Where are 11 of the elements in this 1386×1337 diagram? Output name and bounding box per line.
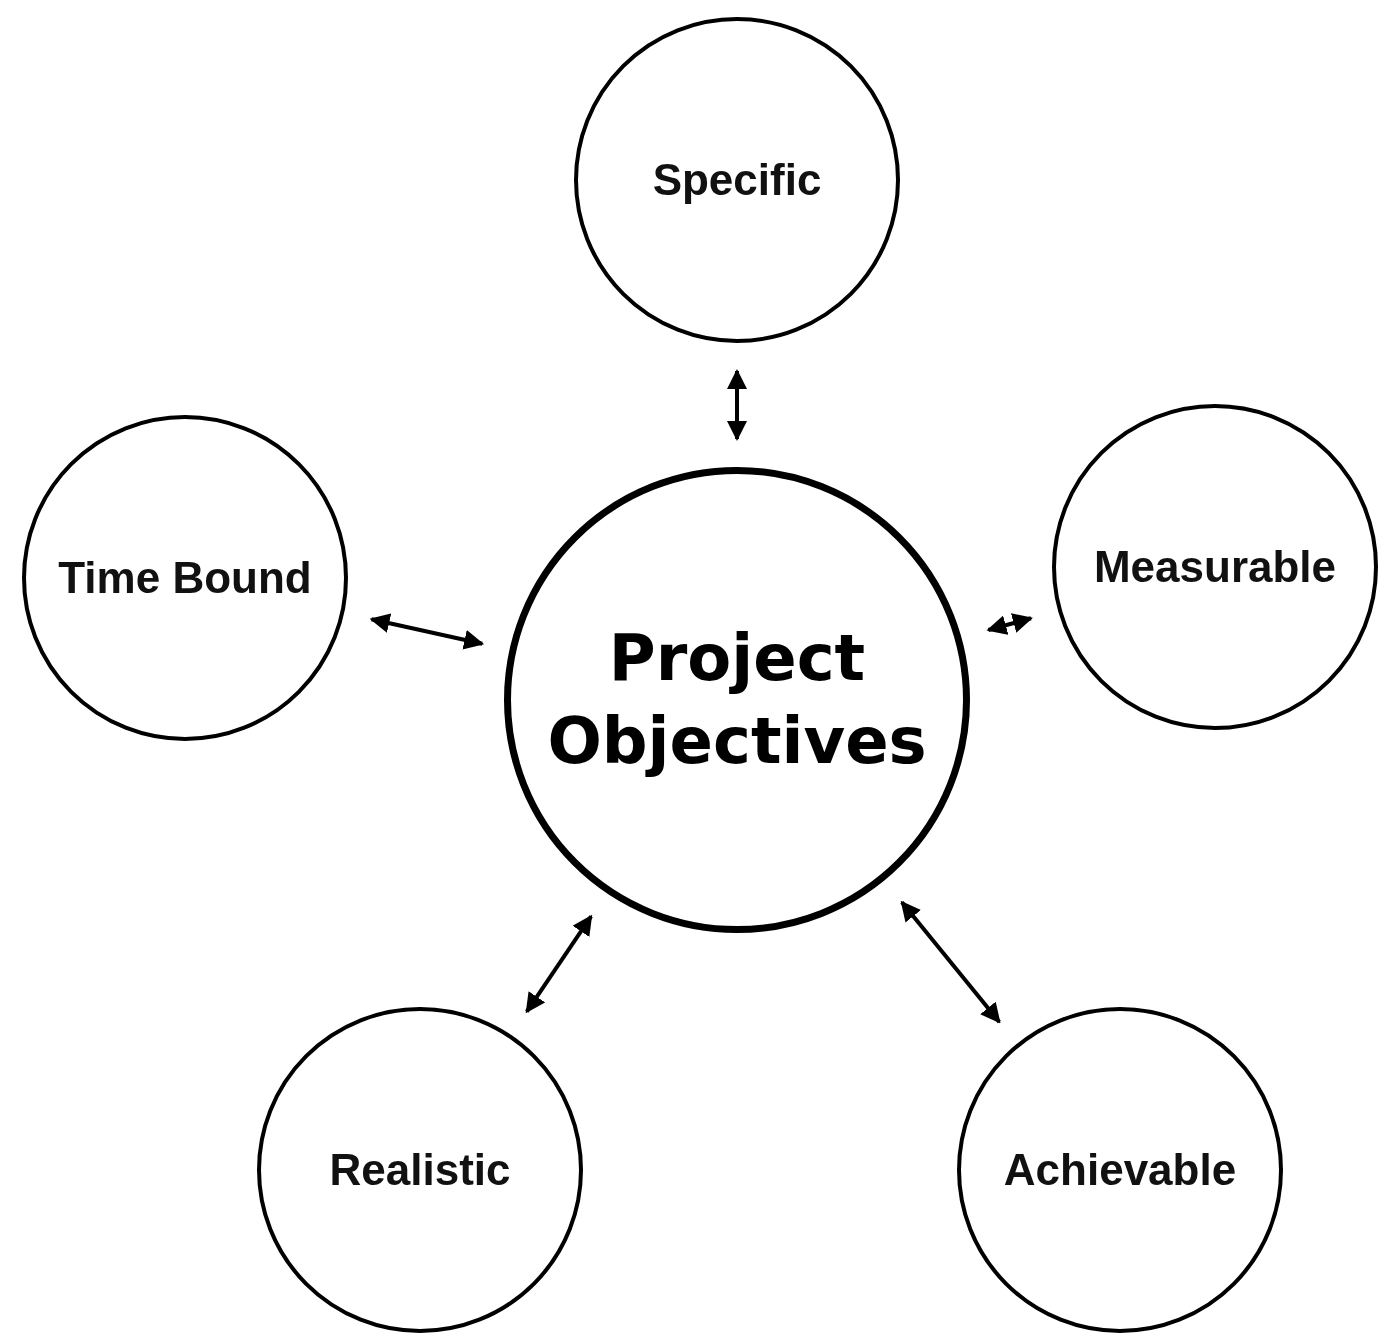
node-label: Time Bound: [58, 553, 312, 603]
node-label: Measurable: [1093, 542, 1337, 592]
node-label: Realistic: [329, 1145, 511, 1195]
double-arrow: [525, 914, 593, 1014]
double-arrow: [986, 613, 1033, 635]
node-label: Project Objectives: [546, 619, 928, 780]
double-arrow: [369, 613, 485, 650]
double-arrow: [727, 369, 747, 441]
node-label: Achievable: [1003, 1145, 1237, 1195]
node-label: Specific: [652, 155, 822, 205]
double-arrow: [900, 900, 1001, 1024]
